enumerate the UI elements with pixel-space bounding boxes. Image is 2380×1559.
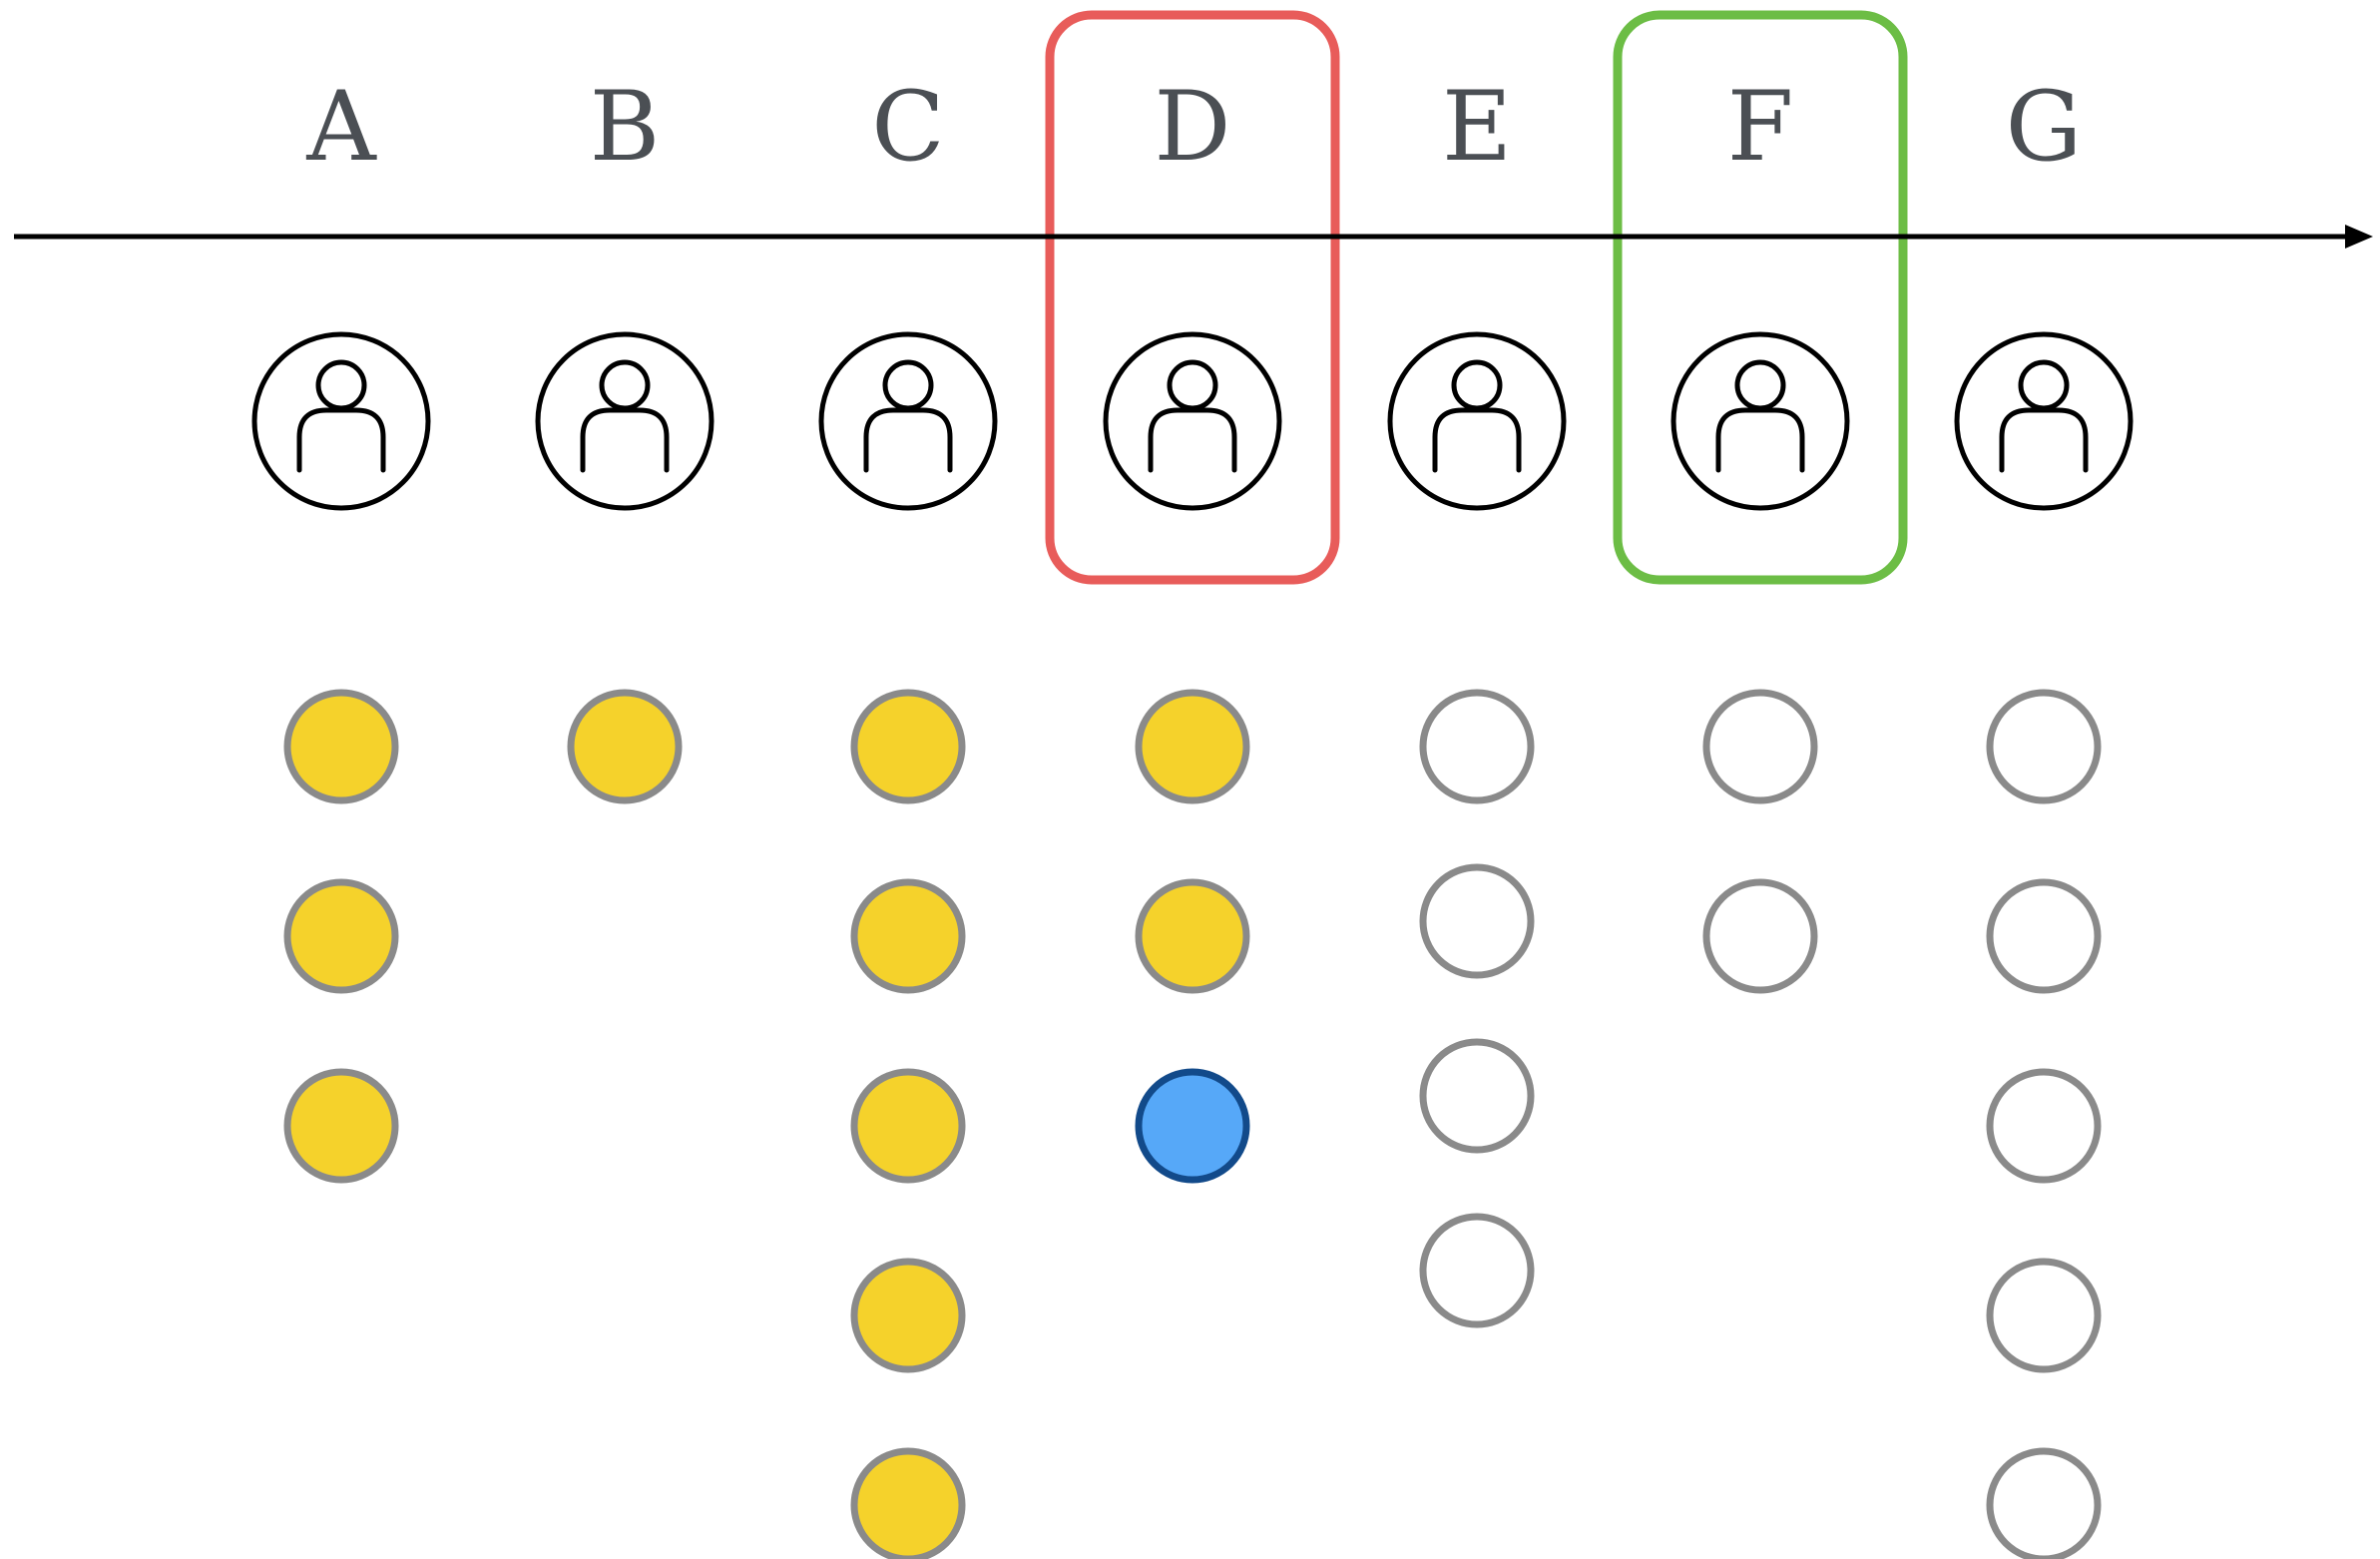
person-icon <box>535 331 714 511</box>
token-filled <box>283 1068 399 1184</box>
token-filled <box>1135 689 1250 804</box>
token-empty <box>1419 1213 1535 1328</box>
token-filled <box>850 1447 966 1559</box>
highlights-layer <box>1045 10 1908 585</box>
column-d: D <box>1103 71 1282 1184</box>
token-filled <box>283 878 399 994</box>
column-label: E <box>1442 71 1512 183</box>
column-label: B <box>590 71 661 183</box>
token-filled <box>850 1258 966 1373</box>
column-a: A <box>251 71 431 1184</box>
token-empty <box>1986 1258 2102 1373</box>
token-current <box>1135 1068 1250 1184</box>
column-label: F <box>1727 71 1794 183</box>
token-empty <box>1419 689 1535 804</box>
column-b: B <box>535 71 714 804</box>
highlight-box-d <box>1045 10 1340 585</box>
person-icon <box>818 331 998 511</box>
column-label: G <box>2006 71 2083 183</box>
person-icon <box>251 331 431 511</box>
timeline-axis <box>14 225 2373 249</box>
column-c: C <box>818 71 998 1559</box>
token-filled <box>1135 878 1250 994</box>
column-e: E <box>1387 71 1567 1328</box>
token-empty <box>1702 689 1818 804</box>
person-icon <box>1103 331 1282 511</box>
person-icon <box>1387 331 1567 511</box>
column-g: G <box>1954 71 2134 1559</box>
token-empty <box>1986 1447 2102 1559</box>
token-filled <box>850 878 966 994</box>
column-label: C <box>871 71 944 183</box>
person-icon <box>1670 331 1850 511</box>
token-empty <box>1702 878 1818 994</box>
highlight-box-f <box>1613 10 1908 585</box>
token-filled <box>850 1068 966 1184</box>
token-filled <box>567 689 683 804</box>
column-f: F <box>1670 71 1850 994</box>
token-filled <box>283 689 399 804</box>
token-empty <box>1986 689 2102 804</box>
person-icon <box>1954 331 2134 511</box>
token-empty <box>1419 1038 1535 1154</box>
token-empty <box>1419 863 1535 979</box>
token-empty <box>1986 878 2102 994</box>
token-filled <box>850 689 966 804</box>
token-empty <box>1986 1068 2102 1184</box>
column-label: D <box>1155 71 1231 183</box>
columns-layer: A B C D E F G <box>251 71 2134 1559</box>
column-label: A <box>305 71 377 183</box>
arrow-head-icon <box>2345 225 2373 249</box>
